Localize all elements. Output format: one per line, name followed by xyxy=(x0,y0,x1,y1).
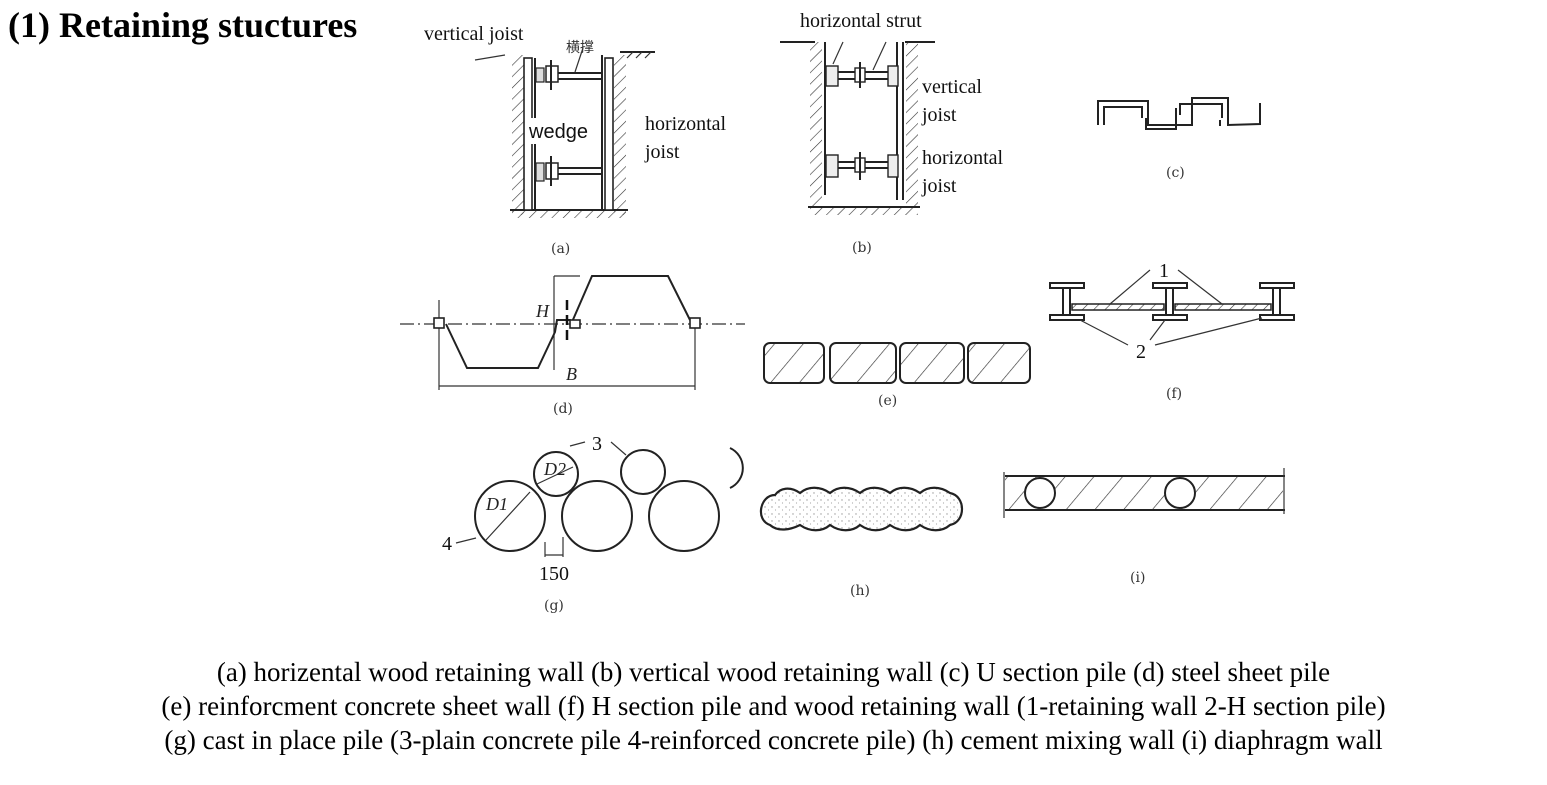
retaining-structures-figure: vertical joist 横撑 wedge horizontal joist… xyxy=(400,10,1295,614)
figure-f-caption-label: (f) xyxy=(1166,386,1182,402)
figure-g: 3 4 D1 D2 150 (g) xyxy=(442,433,744,614)
figure-d-label-B: B xyxy=(566,364,577,384)
figure-d: H B (d) xyxy=(400,275,745,417)
figure-b-label-vertical: vertical xyxy=(922,76,982,98)
figure-b-label-joist-1: joist xyxy=(921,104,957,126)
figure-b-caption-label: (b) xyxy=(852,240,872,256)
figure-f-label-1: 1 xyxy=(1159,260,1169,282)
figure-c: (c) xyxy=(1097,97,1261,181)
section-title: (1) Retaining stuctures xyxy=(8,5,358,45)
figure-d-label-H: H xyxy=(535,301,550,321)
figure-i: (i) xyxy=(1003,468,1285,586)
figure-a-caption-label: (a) xyxy=(551,241,570,257)
figure-b-label-horizontal: horizontal xyxy=(922,147,1004,169)
figure-g-label-D2: D2 xyxy=(543,459,566,479)
figure-h: (h) xyxy=(759,486,964,599)
figure-e-caption-label: (e) xyxy=(878,393,897,409)
figure-caption-line-3: (g) cast in place pile (3-plain concrete… xyxy=(164,725,1383,755)
figure-f: 1 2 (f) xyxy=(1049,260,1295,402)
figure-a-label-joist: joist xyxy=(644,141,680,163)
figure-b-label-joist-2: joist xyxy=(921,175,957,197)
figure-f-label-2: 2 xyxy=(1136,341,1146,363)
figure-e: (e) xyxy=(763,342,1031,409)
figure-g-label-3: 3 xyxy=(592,433,602,455)
figure-g-label-150: 150 xyxy=(539,563,569,585)
figure-g-caption-label: (g) xyxy=(544,598,564,614)
figure-b-label-horizontal-strut: horizontal strut xyxy=(800,10,922,32)
figure-h-caption-label: (h) xyxy=(850,583,870,599)
figure-g-label-4: 4 xyxy=(442,533,452,555)
figure-a: vertical joist 横撑 wedge horizontal joist… xyxy=(424,23,727,257)
figure-g-label-D1: D1 xyxy=(485,494,508,514)
figure-a-label-horizontal: horizontal xyxy=(645,113,727,135)
figure-i-caption-label: (i) xyxy=(1130,570,1145,586)
figure-a-label-strut-cn: 横撑 xyxy=(566,40,594,56)
figure-caption-line-1: (a) horizental wood retaining wall (b) v… xyxy=(216,657,1331,687)
figure-a-label-vertical-joist: vertical joist xyxy=(424,23,524,45)
figure-b: horizontal strut vertical joist horizont… xyxy=(780,10,1004,256)
figure-c-caption-label: (c) xyxy=(1166,165,1185,181)
figure-a-label-wedge: wedge xyxy=(528,121,588,143)
figure-d-caption-label: (d) xyxy=(553,401,573,417)
figure-caption-line-2: (e) reinforcment concrete sheet wall (f)… xyxy=(161,691,1386,721)
